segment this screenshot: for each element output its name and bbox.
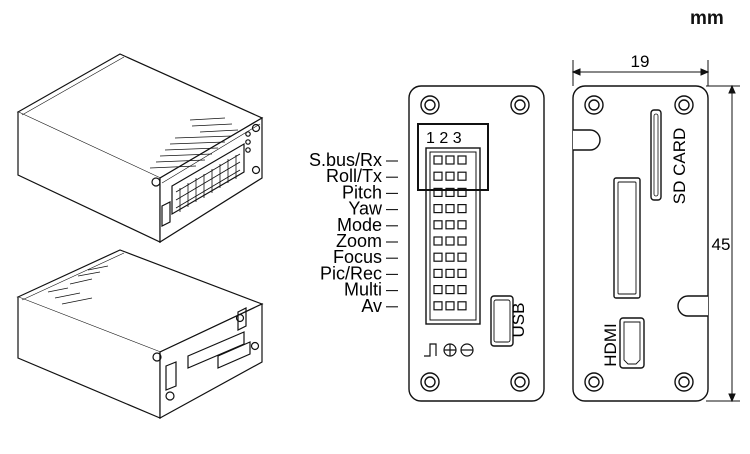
pin-label: Focus <box>333 247 382 267</box>
module-perspective-bottom <box>16 249 264 420</box>
pin-label: Roll/Tx <box>326 166 382 186</box>
header-pin <box>445 187 455 197</box>
height-dimension: 45 <box>712 235 731 254</box>
back-panel <box>572 85 709 402</box>
header-pin <box>433 285 443 295</box>
header-pin <box>457 187 467 197</box>
header-pin <box>445 220 455 230</box>
header-pin <box>445 236 455 246</box>
header-pin <box>457 171 467 181</box>
header-pin <box>433 187 443 197</box>
usb-label: USB <box>509 303 528 338</box>
header-pins-top-module <box>175 153 241 212</box>
pin-label: Zoom <box>336 231 382 251</box>
header-pin <box>457 301 467 311</box>
pin-label: Av <box>361 296 382 316</box>
pin-label: Pic/Rec <box>320 263 382 283</box>
header-pin <box>445 301 455 311</box>
header-pin <box>445 155 455 165</box>
header-pin <box>433 204 443 214</box>
header-pin <box>445 285 455 295</box>
pin-label: Mode <box>337 215 382 235</box>
sd-card-label: SD CARD <box>670 128 689 205</box>
header-pin <box>433 220 443 230</box>
pin-grid <box>433 155 467 311</box>
header-pin <box>445 268 455 278</box>
header-pin <box>433 301 443 311</box>
header-pin <box>445 252 455 262</box>
header-pin <box>457 204 467 214</box>
front-panel <box>408 85 545 402</box>
header-pin <box>457 155 467 165</box>
pin-leader-lines <box>386 160 398 308</box>
pin-label: S.bus/Rx <box>309 150 382 170</box>
header-pin <box>433 171 443 181</box>
header-pin <box>457 285 467 295</box>
header-pin <box>457 220 467 230</box>
pin-label: Pitch <box>342 182 382 202</box>
pin-labels: S.bus/RxRoll/TxPitchYawModeZoomFocusPic/… <box>309 150 383 316</box>
header-pin <box>457 268 467 278</box>
hdmi-label: HDMI <box>601 323 620 366</box>
module-perspective-top <box>16 53 264 244</box>
dimension-lines <box>571 60 740 403</box>
width-dimension: 19 <box>631 52 650 71</box>
header-pin <box>457 252 467 262</box>
header-pin <box>445 204 455 214</box>
pin-label: Yaw <box>348 199 383 219</box>
header-pin <box>433 252 443 262</box>
header-pin <box>433 268 443 278</box>
header-pin <box>445 171 455 181</box>
units-label: mm <box>690 8 724 29</box>
header-pin-numbers: 1 2 3 <box>426 130 462 147</box>
header-pin <box>433 155 443 165</box>
pin-label: Multi <box>344 280 382 300</box>
header-pin <box>457 236 467 246</box>
header-pin <box>433 236 443 246</box>
